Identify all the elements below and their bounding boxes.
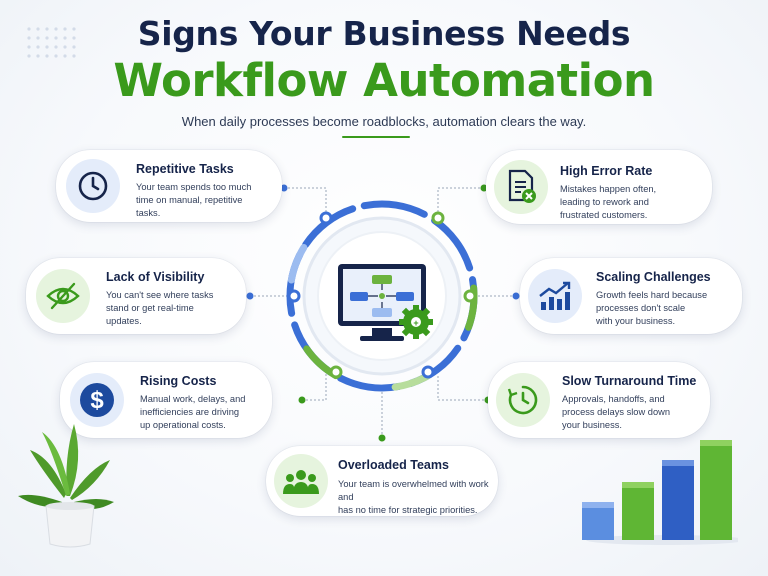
- eye-slash-icon: [36, 269, 90, 323]
- timer-icon: [496, 373, 550, 427]
- page-title-line1: Signs Your Business Needs: [137, 14, 631, 53]
- page-title-line2: Workflow Automation: [113, 54, 655, 107]
- card-title: High Error Rate: [560, 164, 653, 178]
- connector-high-error-rate: [437, 187, 484, 214]
- card-description: Mistakes happen often,leading to rework …: [560, 184, 657, 220]
- team-icon: [274, 454, 328, 508]
- card-scaling-challenges: Scaling Challenges Growth feels hard bec…: [520, 258, 742, 334]
- card-lack-of-visibility: Lack of Visibility You can't see where t…: [26, 258, 246, 334]
- card-title: Lack of Visibility: [106, 270, 205, 284]
- card-repetitive-tasks: Repetitive Tasks Your team spends too mu…: [56, 150, 282, 222]
- card-title: Overloaded Teams: [338, 458, 449, 472]
- card-title: Rising Costs: [140, 374, 217, 388]
- dot-grid-decoration: [27, 27, 76, 58]
- subtitle-underline: [342, 136, 410, 138]
- connector-repetitive-tasks: [284, 187, 327, 214]
- card-title: Slow Turnaround Time: [562, 374, 697, 388]
- growth-chart-icon: [528, 269, 582, 323]
- outer-ring-accent-3: [286, 200, 478, 392]
- document-error-icon: [494, 160, 548, 214]
- card-high-error-rate: High Error Rate Mistakes happen often,le…: [486, 150, 712, 224]
- dollar-icon: $: [70, 373, 124, 427]
- svg-text:$: $: [90, 387, 104, 414]
- svg-text:+: +: [413, 318, 418, 328]
- ring-nodes: [287, 211, 477, 379]
- clock-icon: [66, 159, 120, 213]
- outer-ring-accent-1: [286, 200, 478, 392]
- growth-bars-icon: [582, 440, 738, 545]
- card-overloaded-teams: Overloaded Teams Your team is overwhelme…: [266, 446, 498, 516]
- page-subtitle: When daily processes become roadblocks, …: [181, 114, 587, 129]
- connector-slow-turnaround: [437, 374, 488, 401]
- connector-rising-costs: [302, 374, 327, 401]
- card-slow-turnaround-time: Slow Turnaround Time Approvals, handoffs…: [488, 362, 710, 438]
- card-title: Repetitive Tasks: [136, 162, 234, 176]
- gear-icon: +: [399, 305, 433, 339]
- card-title: Scaling Challenges: [596, 270, 711, 284]
- potted-plant-icon: [18, 424, 114, 548]
